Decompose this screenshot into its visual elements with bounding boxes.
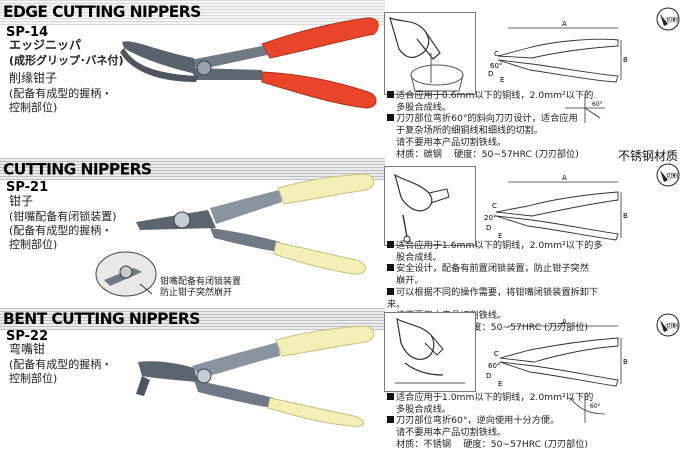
usage-photo [384, 166, 476, 246]
title-band [0, 0, 385, 25]
spec-line: 安全设计，配备有前置闭锁装置，防止钳子突然 [387, 263, 615, 275]
dim-d-label: D [488, 70, 493, 78]
dim-b-label: B [623, 212, 628, 220]
cut-badge: 切割 [656, 7, 680, 31]
dimension-diagram: A B C D E 60° [486, 318, 628, 388]
dim-angle-label: 20° [484, 214, 496, 222]
dimension-diagram: A B C D E 60° [488, 20, 628, 84]
product-code: SP-21 [6, 180, 49, 195]
product-section-sp21: CUTTING NIPPERS SP-21 钳子 (钳嘴配备有闭锁装置) (配备… [0, 158, 700, 333]
cut-badge-label: 切割 [666, 322, 678, 330]
spec-line: 请不要用本产品切割铁线。 [396, 136, 507, 148]
dimension-diagram: A B C D E 20° [484, 174, 628, 241]
bullet-icon [387, 264, 394, 272]
dim-b-label: B [623, 358, 628, 366]
dim-c-label: C [494, 50, 499, 58]
bullet-icon [387, 416, 394, 424]
spec-line: 适合应用于0.6mm以下的铜线，2.0mm²以下的 [387, 90, 615, 102]
dim-angle-label: 60° [490, 62, 502, 70]
product-section-sp14: EDGE CUTTING NIPPERS SP-14 エッジニッパ (成形グリッ… [0, 0, 700, 160]
dim-c-label: C [492, 202, 497, 210]
spec-line: 刀刃部位弯折60°，逆向使用十分方便。 [387, 415, 615, 427]
dim-e-label: E [500, 76, 504, 84]
caption-line: 钳嘴配备有闭锁装置 [160, 277, 242, 287]
spec-line: 请不要用本产品切割铁线。 [396, 427, 507, 439]
dim-e-label: E [498, 232, 502, 240]
caption-line: 防止钳子突然崩开 [160, 288, 233, 298]
product-sub-cn-2: 控制部位) [9, 372, 58, 385]
spec-line: 刀刃部位弯折60°的斜向刀刃设计，适合应用 [387, 113, 615, 125]
spec-line: 材质：不锈钢 硬度：50~57HRC (刀刃部位) [396, 321, 588, 333]
spec-line: 崩开。 [396, 275, 424, 287]
usage-photo [384, 12, 476, 95]
product-sub-cn-0: (钳嘴配备有闭锁装置) [9, 210, 117, 223]
usage-photo [384, 312, 476, 392]
product-name-cn: 弯嘴钳 [9, 342, 46, 356]
spec-line: 多股合成线。 [396, 403, 452, 415]
cut-badge: 切割 [656, 163, 680, 187]
spec-line: 适合应用于1.0mm以下的铜线，2.0mm²以下的 [387, 392, 615, 404]
dim-e-label: E [498, 380, 502, 388]
product-code: SP-22 [6, 329, 49, 344]
dim-d-label: D [486, 224, 491, 232]
spec-list: 适合应用于0.6mm以下的铜线，2.0mm²以下的 多股合成线。 刀刃部位弯折6… [387, 90, 615, 160]
product-code: SP-14 [6, 25, 49, 40]
cream-plier-image [136, 173, 375, 275]
material-tag: 不锈钢材质 [617, 149, 678, 163]
product-section-sp22: BENT CUTTING NIPPERS SP-22 弯嘴钳 (配备有成型的握柄… [0, 308, 700, 450]
usage-hand-icon [394, 173, 450, 243]
angle-detail-label: 60° [590, 403, 601, 410]
bullet-icon [387, 287, 394, 295]
cut-badge-label: 切割 [666, 172, 678, 180]
dim-angle-label: 60° [488, 362, 500, 370]
bent-plier-image [136, 325, 375, 427]
cut-badge-label: 切割 [666, 16, 678, 24]
lock-caption: 钳嘴配备有闭锁装置 防止钳子突然崩开 [160, 277, 241, 299]
red-plier-image [120, 17, 379, 109]
usage-hand-icon [395, 317, 465, 384]
dim-a-label: A [562, 20, 567, 28]
dim-a-label: A [562, 174, 567, 182]
product-title: CUTTING NIPPERS [3, 159, 152, 179]
spec-line: 股合成线。 [396, 251, 442, 263]
dim-a-label: A [562, 318, 567, 326]
spec-line: 材质：不锈钢 硬度：50~57HRC (刀刃部位) [396, 438, 588, 450]
title-band [0, 308, 385, 330]
bullet-icon [387, 91, 394, 98]
product-title: BENT CUTTING NIPPERS [3, 309, 200, 329]
product-sub-jp: (成形グリップ･バネ付) [9, 54, 124, 67]
spec-line: 多股合成线。 [396, 101, 452, 113]
bullet-icon [387, 114, 394, 122]
spec-line: 可以根据不同的操作需要，将钳嘴闭锁装置拆卸下来。 [387, 286, 599, 310]
product-sub-cn-2: 控制部位) [9, 238, 58, 251]
product-sub-cn-1: (配备有成型的握柄・ [9, 87, 113, 100]
spec-line: 于复杂场所的细铜线和细线的切割。 [396, 125, 543, 137]
dim-c-label: C [494, 350, 499, 358]
angle-detail-diagram: 60° [565, 93, 605, 123]
spec-list: 适合应用于1.0mm以下的铜线，2.0mm²以下的 多股合成线。 刀刃部位弯折6… [387, 392, 615, 450]
spec-line: 适合应用于1.6mm以下的铜线，2.0mm²以下的多 [387, 240, 615, 252]
title-band [0, 158, 385, 180]
zoom-detail [94, 250, 158, 302]
dim-d-label: D [486, 372, 491, 380]
zoom-lock-image [95, 251, 157, 297]
product-name-cn: 削缘钳子 [9, 71, 58, 85]
product-sub-cn-2: 控制部位) [9, 101, 58, 114]
angle-detail-diagram: 60° [569, 393, 606, 423]
product-name-jp: エッジニッパ [9, 38, 82, 52]
usage-hand-icon [389, 17, 464, 92]
product-name-cn: 钳子 [9, 194, 34, 208]
dim-b-label: B [623, 56, 628, 64]
angle-detail-label: 60° [592, 101, 603, 108]
product-title: EDGE CUTTING NIPPERS [3, 2, 201, 22]
product-sub-cn-1: (配备有成型的握柄・ [9, 358, 113, 371]
product-sub-cn-1: (配备有成型的握柄・ [9, 224, 113, 237]
bullet-icon [387, 393, 394, 400]
bullet-icon [387, 241, 394, 248]
cut-badge: 切割 [656, 313, 680, 337]
spec-line: 材质：碳钢 硬度：50~57HRC (刀刃部位) [396, 148, 579, 160]
